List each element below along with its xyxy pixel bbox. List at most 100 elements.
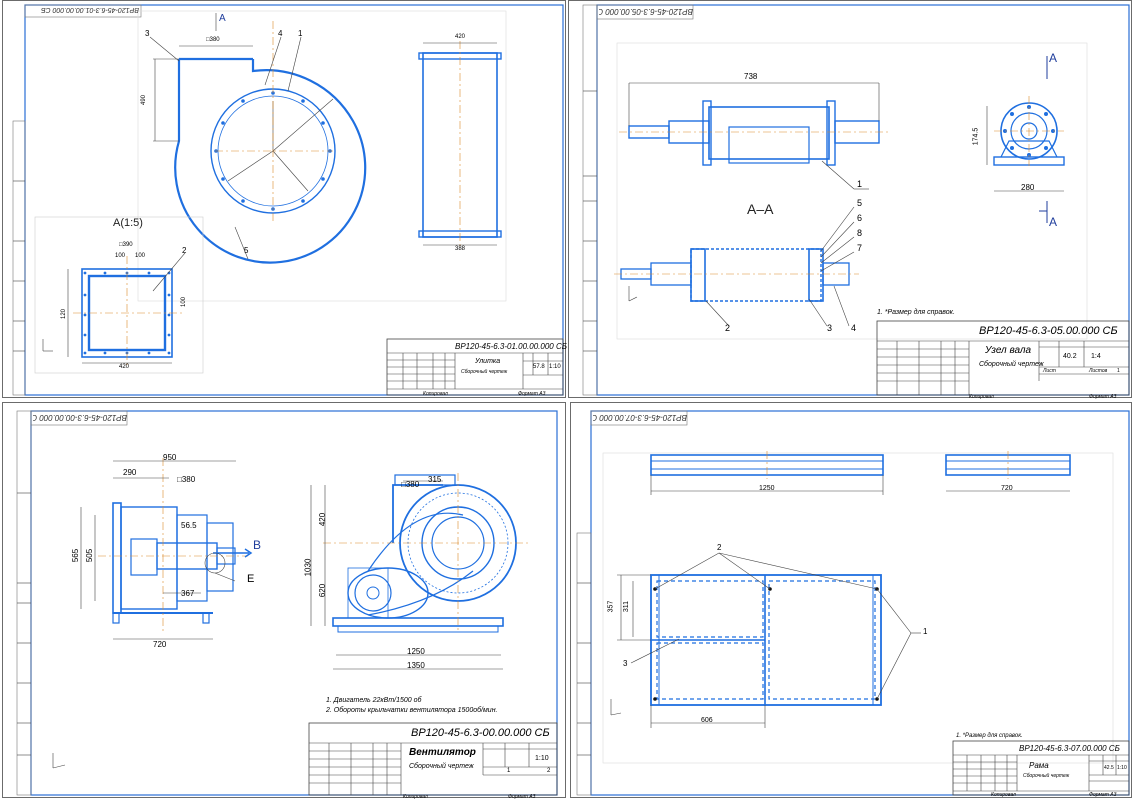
tb-doc-type: Сборочный чертеж	[409, 763, 474, 770]
dim-1250: 1250	[407, 647, 425, 656]
tb-doc-type: Сборочный чертеж	[1023, 773, 1070, 779]
callout-1: 1	[923, 627, 928, 636]
tb-scale: 1:10	[1117, 765, 1127, 771]
dim-738: 738	[744, 72, 758, 81]
dim-420: 420	[318, 512, 328, 527]
callout-2: 2	[717, 543, 722, 552]
tb-copied: Копировал	[403, 794, 428, 800]
view-b-label: В	[253, 538, 262, 552]
callout-2: 2	[725, 323, 731, 333]
tb-copied: Копировал	[991, 792, 1016, 798]
callout-4: 4	[278, 29, 283, 38]
dim-565: 565	[71, 548, 81, 563]
sheet-frame: ВР120-45-6.3-07.00.000 СБ 1250 720 357 3…	[570, 402, 1132, 798]
callout-1: 1	[298, 29, 303, 38]
tb-copied: Копировал	[423, 391, 448, 397]
dim-1250: 1250	[759, 485, 775, 492]
dim-280: 280	[1021, 183, 1035, 192]
dim-100b: 100	[135, 253, 146, 259]
sheet-shaft-unit: ВР120-45-6.3-05.00.000 СБ 738 280 174.5 …	[568, 0, 1132, 400]
tb-format: Формат А3	[1089, 394, 1117, 400]
dim-380: □380	[177, 475, 196, 484]
callout-6: 6	[857, 213, 863, 223]
note: 1. *Размер для справок.	[956, 733, 1023, 739]
callout-7: 7	[857, 243, 863, 253]
callout-1: 1	[857, 179, 863, 189]
dim-388: 388	[455, 246, 466, 252]
tb-format: Формат А3	[1089, 792, 1117, 798]
stamp-rotated: ВР120-45-6.3-01.00.00.000 СБ	[41, 6, 139, 13]
tb-mass: 40.2	[1063, 353, 1077, 360]
dim-420b: 420	[119, 364, 130, 370]
note-1: 1. Двигатель 22кВт/1500 об	[326, 697, 422, 704]
fan-drawing	[16, 410, 558, 796]
tb-sheet-no: 1	[507, 768, 511, 774]
dim-290: 290	[123, 468, 137, 477]
dim-100c: 100	[181, 296, 188, 308]
dim-606: 606	[701, 717, 713, 724]
section-title: А–А	[747, 201, 774, 217]
stamp-rotated: ВР120-45-6.3-00.00.000 СБ	[33, 413, 127, 422]
tb-doc-type: Сборочный чертеж	[461, 369, 508, 375]
dim-367: 367	[181, 589, 195, 598]
tb-format: Формат А3	[518, 391, 546, 397]
callout-3: 3	[623, 659, 628, 668]
shaft-unit-drawing	[582, 4, 1130, 396]
tb-scale: 1:10	[535, 755, 549, 762]
tb-scale: 1:4	[1091, 353, 1101, 360]
stamp-rotated: ВР120-45-6.3-05.00.000 СБ	[599, 7, 693, 16]
volute-drawing	[12, 4, 564, 396]
dim-505: 505	[85, 548, 95, 563]
sheet-volute: ВР120-45-6.3-01.00.00.000 СБ А А(1:5) □3…	[2, 0, 567, 398]
tb-code: ВР120-45-6.3-07.00.000 СБ	[1019, 744, 1120, 753]
dim-56-5: 56.5	[181, 521, 197, 530]
callout-8: 8	[857, 228, 863, 238]
dim-420: 420	[455, 34, 466, 40]
dim-390: □390	[119, 242, 133, 248]
callout-2: 2	[182, 246, 187, 255]
dim-1030: 1030	[303, 558, 313, 577]
dim-380: □380	[206, 37, 220, 43]
dim-100a: 100	[115, 253, 126, 259]
stamp-rotated: ВР120-45-6.3-07.00.000 СБ	[593, 413, 687, 422]
callout-3: 3	[145, 29, 150, 38]
tb-code: ВР120-45-6.3-05.00.000 СБ	[979, 325, 1118, 337]
callout-3: 3	[827, 323, 833, 333]
section-a-top: А	[1049, 51, 1058, 65]
section-mark-a: А	[219, 13, 226, 24]
tb-format: Формат А3	[508, 794, 536, 800]
dim-950: 950	[163, 453, 177, 462]
dim-620: 620	[318, 583, 328, 598]
tb-sheets-total: 2	[547, 768, 551, 774]
dim-174-5: 174.5	[972, 127, 980, 146]
tb-code: ВР120-45-6.3-00.00.000 СБ	[411, 727, 550, 739]
tb-doc-type: Сборочный чертеж	[979, 361, 1044, 368]
view-a-label: А(1:5)	[113, 217, 143, 229]
callout-5: 5	[857, 198, 863, 208]
dim-357: 357	[607, 600, 615, 613]
note: 1. *Размер для справок.	[877, 309, 955, 316]
tb-sheet: Лист	[1043, 368, 1056, 374]
dim-120: 120	[61, 308, 68, 320]
tb-name: Вентилятор	[409, 747, 476, 758]
sheet-fan: ВР120-45-6.3-00.00.000 СБ 950 290 □380 5…	[2, 402, 566, 800]
dim-315: 315	[428, 475, 442, 484]
dim-490: 490	[141, 94, 148, 106]
tb-mass: 42.5	[1104, 765, 1114, 771]
tb-copied: Копировал	[969, 394, 994, 400]
tb-mass: 57.8	[533, 364, 545, 370]
dim-720: 720	[153, 640, 167, 649]
frame-drawing	[576, 410, 1130, 796]
tb-name: Рама	[1029, 761, 1049, 770]
view-e-label: Е	[247, 573, 255, 585]
dim-311: 311	[623, 600, 631, 613]
dim-1350: 1350	[407, 661, 425, 670]
tb-code: ВР120-45-6.3-01.00.00.000 СБ	[455, 342, 567, 351]
dim-720: 720	[1001, 485, 1013, 492]
dim-380b: □380	[401, 480, 420, 489]
tb-name: Улитка	[475, 358, 501, 365]
callout-5: 5	[244, 246, 249, 255]
tb-sheets: Листов	[1089, 368, 1108, 374]
tb-sheets-value: 1	[1117, 368, 1120, 374]
section-a-bottom: А	[1049, 215, 1058, 229]
